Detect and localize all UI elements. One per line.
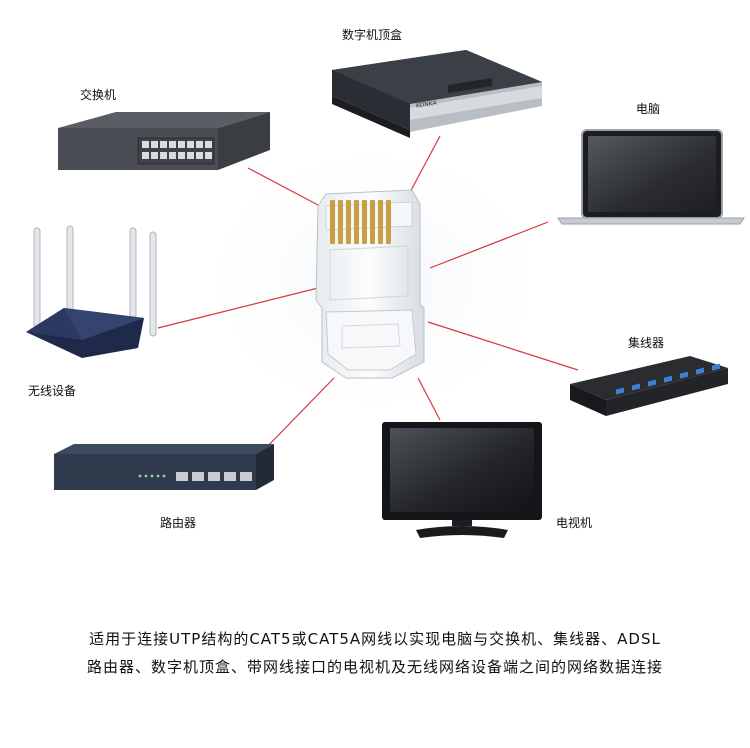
line-tv bbox=[417, 377, 441, 421]
label-computer: 电脑 bbox=[636, 102, 661, 116]
tv-icon bbox=[382, 422, 542, 538]
router-icon bbox=[54, 444, 274, 490]
set-top-box-brand: KONKA bbox=[416, 100, 438, 110]
hub-icon bbox=[570, 356, 728, 416]
rj45-connector-icon bbox=[315, 189, 425, 379]
line-hub bbox=[427, 321, 579, 371]
line-set-top-box bbox=[407, 135, 441, 197]
switch-icon bbox=[58, 112, 270, 170]
label-hub: 集线器 bbox=[628, 336, 665, 350]
label-wireless: 无线设备 bbox=[28, 384, 77, 398]
caption-line-1: 适用于连接UTP结构的CAT5或CAT5A网线以实现电脑与交换机、集线器、ADS… bbox=[89, 630, 661, 648]
line-wireless bbox=[157, 287, 319, 329]
laptop-icon bbox=[557, 129, 745, 225]
label-tv: 电视机 bbox=[556, 516, 593, 530]
label-set-top-box: 数字机顶盒 bbox=[342, 28, 403, 42]
caption-line-2: 路由器、数字机顶盒、带网线接口的电视机及无线网络设备端之间的网络数据连接 bbox=[86, 658, 663, 676]
label-switch: 交换机 bbox=[80, 88, 117, 102]
line-switch bbox=[247, 167, 319, 206]
line-computer bbox=[429, 221, 549, 269]
wireless-router-icon bbox=[26, 225, 157, 358]
set-top-box-icon: KONKA bbox=[332, 50, 542, 138]
label-router: 路由器 bbox=[160, 516, 197, 530]
line-router bbox=[261, 377, 335, 453]
